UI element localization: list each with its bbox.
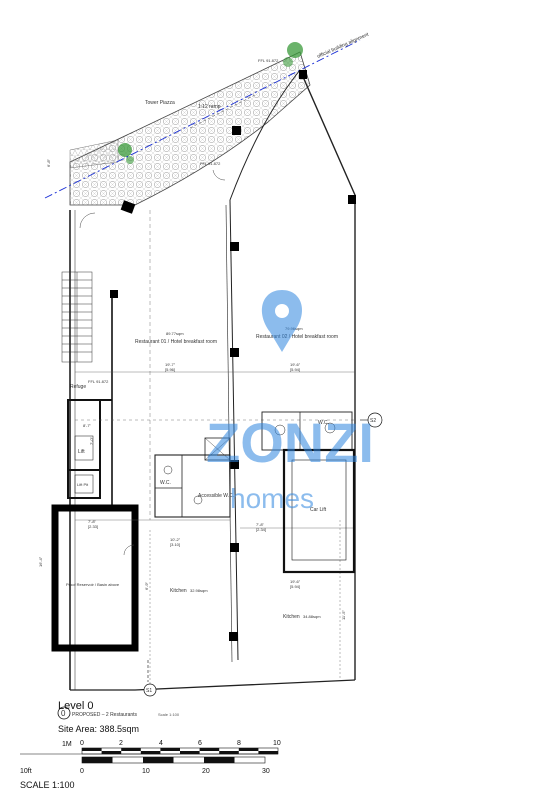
dim-d12: 7'-0" (89, 436, 94, 445)
scale-tick-top-8: 8 (237, 740, 241, 747)
restaurant1-label: Restaurant 01 / Hotel breakfast room (135, 339, 217, 345)
ramp-label: 1:12 ramp (198, 104, 221, 110)
scale-tick-bottom-30: 30 (262, 768, 270, 775)
kitchen1-area: 32.98sqm (190, 588, 208, 593)
scale-tick-top-0: 0 (80, 740, 84, 747)
dimension-lines (75, 210, 355, 690)
dim-d4: 19'-6" (290, 362, 301, 367)
dim-d8m: [5.94] (290, 584, 300, 589)
scale-unit-bottom: 10ft (20, 768, 32, 775)
planting (118, 42, 303, 164)
dim-d6: 10'-2" (170, 537, 181, 542)
dim-d3m: [5.96] (165, 367, 175, 372)
dim-d8: 19'-6" (290, 579, 301, 584)
wc-label: W.C. (160, 480, 171, 486)
reservoir-label: Proof Reservoir / Basin above (66, 582, 120, 587)
wc-right-label: W.C. (318, 420, 329, 426)
alignment-label: official building alignment (316, 31, 370, 59)
scale-tick-bottom-20: 20 (202, 768, 210, 775)
level-number-badge: 0 (57, 706, 71, 720)
core-walls (67, 298, 113, 505)
dim-d5: 7'-8" (88, 519, 97, 524)
dim-d9m: [2.34] (256, 527, 266, 532)
kitchen2-label: Kitchen (283, 614, 300, 620)
refuge-label: Refuge (70, 384, 86, 390)
watermark-sub: homes (230, 483, 314, 514)
wc-block (154, 437, 231, 518)
watermark: ZONZI homes (206, 290, 374, 514)
car-lift (282, 448, 356, 574)
ffl-label-3: FFL 91.872 (88, 379, 109, 384)
ffl-label-2: FFL 91.872 (200, 161, 221, 166)
scale-tick-top-2: 2 (119, 740, 123, 747)
kitchen2-area: 34.88sqm (303, 614, 321, 619)
restaurant2-label: Restaurant 02 / Hotel breakfast room (256, 334, 338, 340)
stair (61, 271, 93, 363)
section-marker-s2: S2 (360, 412, 383, 428)
piazza-paving (69, 51, 311, 206)
dim-d2: 8'-7" (83, 423, 92, 428)
lift-pit-label: Lift Pit (77, 482, 89, 487)
kitchen1-label: Kitchen (170, 588, 187, 594)
piazza-triangles (69, 139, 119, 169)
scale-unit-top: 1M (62, 741, 72, 748)
columns (110, 70, 356, 641)
level-subtitle: PROPOSED – 2 Restaurants (72, 712, 138, 718)
car-lift-label: Car Lift (310, 507, 327, 513)
level-title: Level 0 (58, 700, 94, 712)
dim-d11: 6'-9" (144, 581, 149, 590)
lift-label: Lift (78, 449, 85, 455)
scale-tick-bottom-0: 0 (80, 768, 84, 775)
doors (79, 169, 226, 556)
level-scale: Scale 1:100 (158, 712, 180, 717)
svg-text:S2: S2 (370, 418, 376, 424)
site-area: Site Area: 388.5sqm (58, 724, 140, 734)
scale-tick-top-4: 4 (159, 740, 163, 747)
dim-d1: 6'-8" (46, 158, 51, 167)
accessible-wc-label: Accessible W.C. (198, 493, 234, 499)
restaurant1-area: 89.77sqm (166, 331, 184, 336)
svg-text:0: 0 (61, 709, 66, 718)
dim-d3: 19'-7" (165, 362, 176, 367)
alignment-line (44, 39, 361, 199)
dim-d5m: [2.33] (88, 524, 98, 529)
dim-d6m: [3.10] (170, 542, 180, 547)
scale-tick-bottom-10: 10 (142, 768, 150, 775)
watermark-brand: ZONZI (206, 411, 374, 474)
scale-ratio: SCALE 1:100 (20, 780, 75, 790)
reservoir-walls (51, 504, 139, 652)
scale-tick-top-6: 6 (198, 740, 202, 747)
scale-tick-top-10: 10 (273, 740, 281, 747)
svg-text:S1: S1 (146, 688, 152, 694)
dim-d4m: [5.94] (290, 367, 300, 372)
dim-d10: 11'-5" (341, 610, 346, 620)
tower-piazza-label: Tower Piazza (145, 100, 175, 106)
section-marker-s1: S1 (143, 660, 157, 697)
dim-d7: 16'-4" (38, 556, 43, 567)
ffl-label-1: FFL 91.872 (258, 58, 279, 63)
scalebar (20, 747, 279, 764)
dim-d9: 7'-8" (256, 522, 265, 527)
